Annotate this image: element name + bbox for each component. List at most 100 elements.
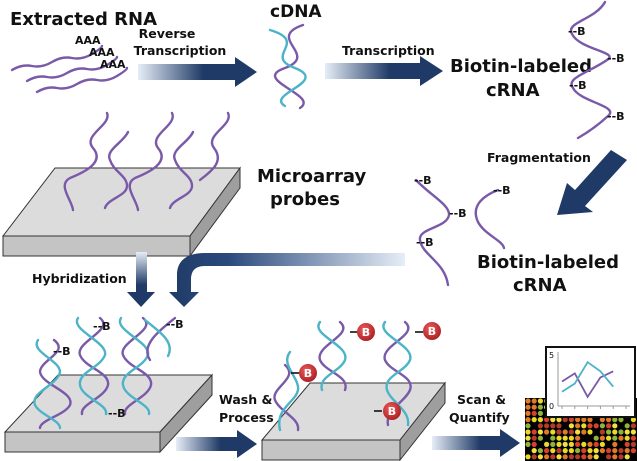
microarray-probes-label-2: probes [270,189,340,210]
crna-fragments [414,178,506,287]
biotin-tag: --B [568,25,586,38]
array-spot [537,404,544,410]
array-spot [618,423,624,429]
array-spot [599,423,606,429]
array-spot [544,423,550,429]
biotin-crna-label-2: cRNA [486,80,540,101]
cdna-double-helix [268,23,307,110]
array-spot [581,441,587,447]
array-spot [581,435,587,441]
extracted-rna-label: Extracted RNA [10,9,157,30]
microarray-probe-strands [63,111,230,212]
array-spot [525,429,531,435]
array-spot [630,454,637,460]
array-spot [568,435,575,441]
biotin-tag: --B [93,320,111,333]
array-spot [593,435,599,441]
array-spot [531,404,537,410]
array-spot [630,448,637,454]
scan-quantify-arrow [432,429,520,457]
array-spot [587,454,593,460]
array-spot [618,429,624,435]
array-spot [531,410,537,416]
array-spot [618,454,624,460]
array-spot [618,435,624,441]
array-spot [606,423,612,429]
array-spot [531,441,537,447]
fragmentation-label: Fragmentation [487,150,591,165]
wash-process-arrow [176,430,257,458]
biotin-tag: --B [416,236,434,249]
biotin-tag: --B [607,52,625,65]
microarray-probes-label-1: Microarray [257,166,366,187]
array-spot [593,417,599,423]
array-spot [587,429,593,435]
array-spot [612,423,618,429]
array-spot [599,429,606,435]
array-spot [568,454,575,460]
array-spot [587,423,593,429]
array-spot [624,429,630,435]
array-spot [544,435,550,441]
array-spot [556,423,562,429]
reverse-transcription-label-2: Transcription [134,43,227,58]
array-spot [630,423,637,429]
array-spot [612,454,618,460]
array-spot [575,441,581,447]
array-spot [544,448,550,454]
biotin-crna-fragments-label-1: Biotin-labeled [477,252,619,273]
array-spot [606,435,612,441]
array-spot [556,429,562,435]
biotin-tag: --B [108,407,126,420]
array-spot [550,441,556,447]
array-spot [630,429,637,435]
array-spot [624,423,630,429]
array-spot [556,441,562,447]
array-spot [575,423,581,429]
array-spot [525,410,531,416]
array-spot [531,398,537,404]
array-spot [612,429,618,435]
streptavidin-tag: B [304,367,312,380]
biotin-crna-fragments-label-2: cRNA [513,275,567,296]
array-spot [599,441,606,447]
array-spot [606,448,612,454]
wash-process-label-1: Wash & [219,392,272,407]
array-spot [630,417,637,423]
fragmentation-arrow [557,150,627,215]
array-spot [531,448,537,454]
array-spot [593,441,599,447]
array-spot [599,448,606,454]
array-spot [537,441,544,447]
array-spot [525,404,531,410]
array-spot [562,429,568,435]
quantification-chart: 5 0 [545,346,636,418]
array-spot [593,448,599,454]
array-spot [581,429,587,435]
array-spot [575,448,581,454]
array-spot [630,441,637,447]
array-spot [537,454,544,460]
array-spot [531,435,537,441]
biotin-tag: --B [493,184,511,197]
array-spot [593,429,599,435]
array-spot [575,454,581,460]
array-spot [587,441,593,447]
mrna-strands [10,44,129,94]
chart-frame [545,346,636,418]
poly-a-tail-1: AAA [75,34,101,47]
array-spot [612,441,618,447]
array-spot [537,429,544,435]
wash-process-label-2: Process [219,410,274,425]
biotin-tag: --B [607,110,625,123]
streptavidin-tag: B [428,325,436,338]
array-spot [599,435,606,441]
array-spot [624,448,630,454]
array-spot [612,435,618,441]
series-teal-line [561,360,614,393]
array-spot [556,454,562,460]
biotin-tag: --B [569,79,587,92]
array-spot [587,435,593,441]
array-spot [630,435,637,441]
